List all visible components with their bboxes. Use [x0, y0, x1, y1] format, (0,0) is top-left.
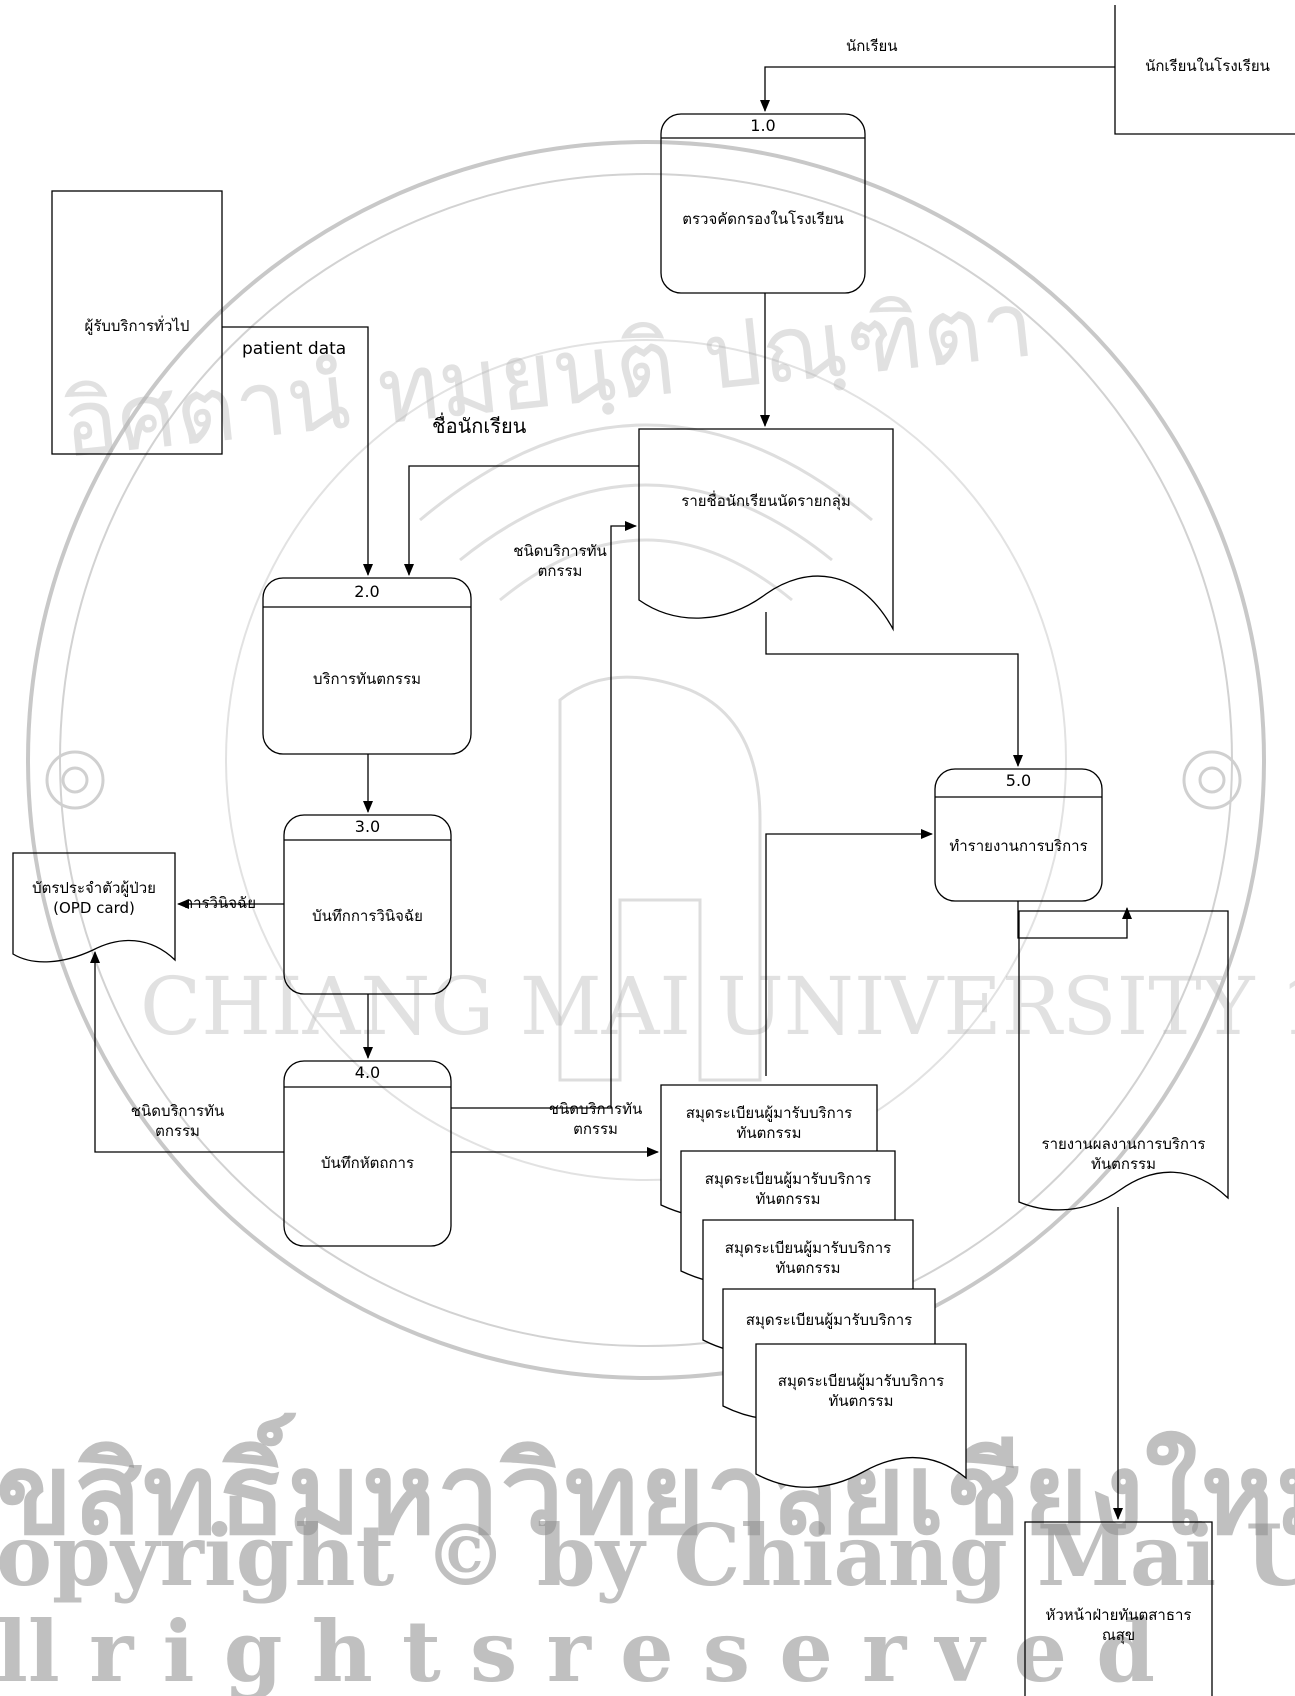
flow-label-patient-data: patient data: [242, 339, 347, 359]
doc-register-label-4: สมุดระเบียนผู้มารับบริการ: [745, 1311, 913, 1329]
process-1-shape: [660, 113, 866, 294]
process-3-label: บันทึกการวินิจฉัย: [312, 907, 423, 925]
process-1-label: ตรวจคัดกรองในโรงเรียน: [682, 210, 844, 228]
flow-label-service-type-right: ชนิดบริการทัน ตกรรม: [548, 1100, 643, 1138]
flow-procedure-to-opd: [90, 951, 284, 1153]
doc-service-report-shape: [1018, 910, 1229, 1211]
flow-procedure-to-list: [451, 521, 637, 1109]
entity-students-school: นักเรียนในโรงเรียน: [1145, 57, 1270, 75]
process-2-shape: [262, 577, 472, 755]
process-3-id: 3.0: [354, 817, 381, 836]
flow-label-service-type-left: ชนิดบริการทัน ตกรรม: [130, 1102, 225, 1140]
entity-dental-health-head-box: [1024, 1521, 1213, 1696]
flow-patient-data: [222, 326, 373, 576]
process-3-shape: [283, 814, 452, 995]
process-2-label: บริการทันตกรรม: [312, 670, 422, 688]
doc-register-label-2: สมุดระเบียนผู้มารับบริการ ทันตกรรม: [704, 1170, 872, 1208]
process-5-id: 5.0: [1005, 771, 1032, 790]
entity-dental-health-head: หัวหน้าฝ่ายทันตสาธาร ณสุข: [1045, 1606, 1192, 1644]
doc-register-stack: [660, 1084, 967, 1488]
doc-opd-card-label: บัตรประจำตัวผู้ป่วย (OPD card): [32, 879, 156, 917]
flow-label-student-name: ชื่อนักเรียน: [432, 414, 527, 438]
doc-register-label-1: สมุดระเบียนผู้มารับบริการ ทันตกรรม: [685, 1104, 853, 1142]
flow-label-diagnosis: การวินิจฉัย: [184, 894, 257, 912]
process-5-label: ทำรายงานการบริการ: [949, 837, 1088, 855]
flow-label-service-type-top: ชนิดบริการทัน ตกรรม: [513, 542, 607, 580]
flow-report-process-to-report: [1017, 901, 1132, 939]
flow-label-student: นักเรียน: [846, 37, 898, 55]
entity-general-clients-box: [51, 190, 223, 455]
watermark-thai-banner: ขสิทธิ์มหาวิทยาลัยเชียงใหม่: [0, 1429, 1295, 1560]
process-4-shape: [283, 1060, 452, 1247]
doc-service-report-label: รายงานผลงานการบริการ ทันตกรรม: [1041, 1135, 1206, 1173]
process-4-label: บันทึกหัตถการ: [320, 1154, 415, 1172]
doc-register-label-5: สมุดระเบียนผู้มารับบริการ ทันตกรรม: [777, 1372, 945, 1410]
doc-student-list-shape: [638, 428, 894, 632]
flow-list-to-report-process: [765, 612, 1023, 767]
flow-student-name: [404, 465, 639, 576]
process-1-id: 1.0: [750, 116, 776, 135]
doc-student-list-label: รายชื่อนักเรียนนัดรายกลุ่ม: [681, 492, 851, 510]
watermark-rights-line: ll r i g h t s r e s e r v e d: [0, 1602, 1155, 1696]
process-4-id: 4.0: [354, 1063, 381, 1082]
flow-register-to-report-process: [765, 829, 933, 1076]
flow-student: [760, 66, 1115, 112]
entity-students-school-box: [1114, 5, 1295, 135]
watermark-seal-bottom-text: CHIANG MAI UNIVERSITY 1964: [140, 960, 1295, 1053]
process-2-id: 2.0: [354, 582, 380, 601]
doc-register-label-3: สมุดระเบียนผู้มารับบริการ ทันตกรรม: [724, 1239, 892, 1277]
doc-opd-card-shape: [12, 852, 176, 963]
entity-general-clients: ผู้รับบริการทั่วไป: [84, 317, 190, 335]
